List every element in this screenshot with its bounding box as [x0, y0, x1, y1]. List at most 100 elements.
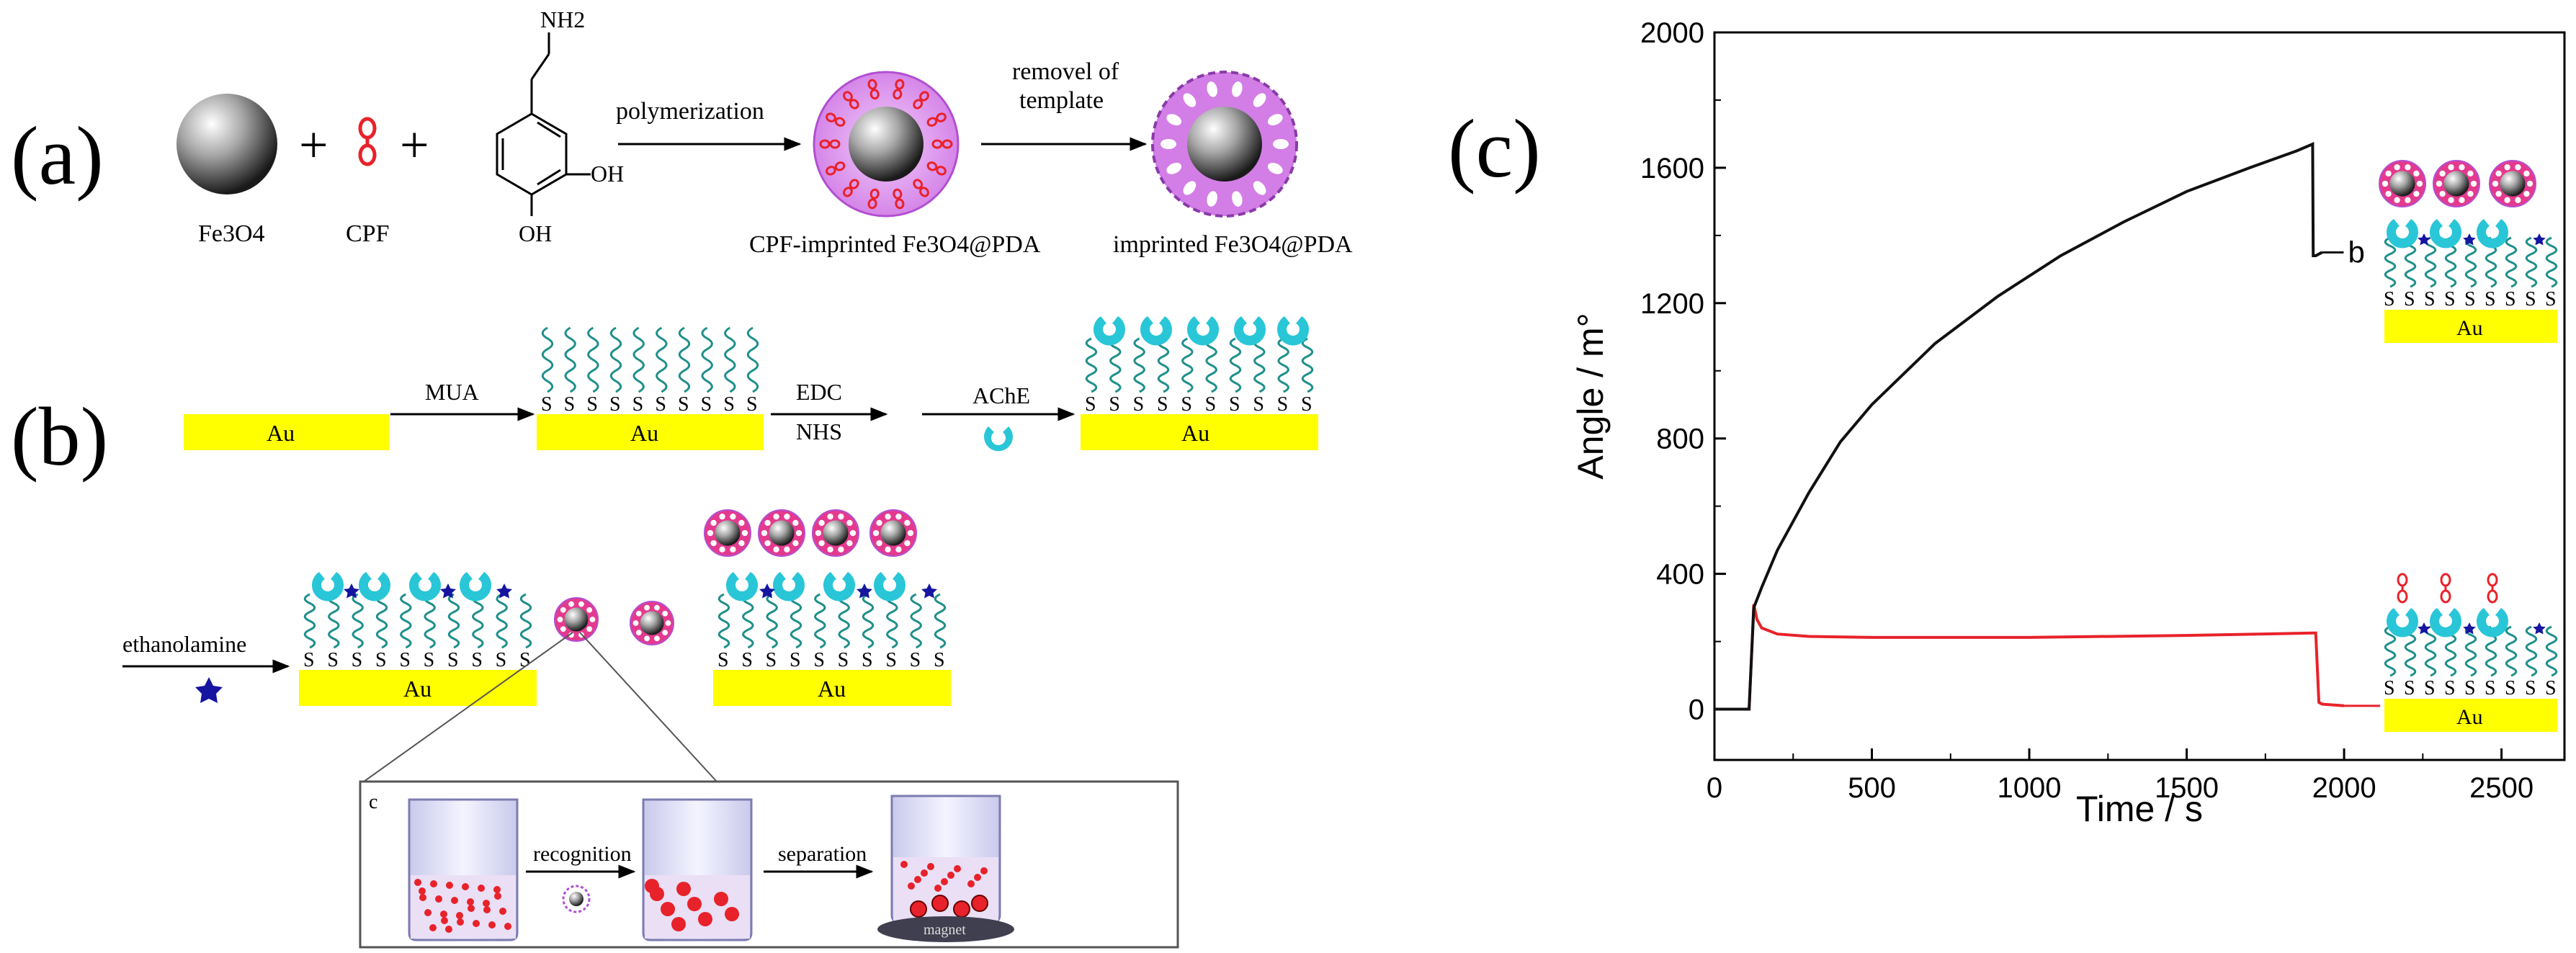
plus-sign-2: + — [400, 116, 429, 174]
svg-text:S: S — [678, 393, 689, 416]
y-tick-label: 800 — [1656, 424, 1704, 455]
ache-enzyme-icon — [984, 426, 1013, 452]
svg-text:S: S — [2525, 288, 2536, 310]
svg-text:S: S — [2485, 288, 2496, 310]
y-tick-label: 2000 — [1640, 17, 1704, 49]
svg-text:S: S — [701, 393, 712, 416]
svg-text:S: S — [424, 649, 435, 671]
x-axis-label: Time / s — [2076, 789, 2203, 829]
svg-text:Au: Au — [2456, 316, 2483, 340]
svg-text:S: S — [609, 393, 621, 416]
svg-text:S: S — [496, 649, 507, 671]
beaker-3: magnet — [877, 795, 1014, 942]
imprinted-label: imprinted Fe3O4@PDA — [1113, 231, 1353, 258]
cpf-imprint-marks — [819, 79, 953, 210]
au-label: Au — [403, 676, 431, 702]
svg-text:S: S — [766, 649, 777, 671]
svg-text:S: S — [1205, 393, 1217, 416]
dopamine-oh-bottom: OH — [519, 220, 552, 246]
au-electrode-ache — [1081, 414, 1318, 450]
beaker-2 — [642, 798, 753, 941]
svg-text:S: S — [1085, 393, 1096, 416]
au-label: Au — [267, 420, 295, 446]
svg-text:S: S — [2485, 677, 2496, 699]
svg-text:S: S — [2404, 288, 2415, 310]
svg-text:S: S — [2505, 288, 2516, 310]
panel-c-label: (c) — [1448, 103, 1541, 195]
y-axis-label: Angle / m° — [1570, 313, 1611, 479]
free-imprinted-particles — [554, 597, 674, 645]
svg-text:S: S — [2464, 677, 2476, 699]
svg-text:S: S — [1157, 393, 1168, 416]
svg-text:S: S — [2384, 677, 2395, 699]
panel-a: (a) Fe3O4 + CPF + NH2 OH OH polymerizati… — [11, 6, 1353, 258]
ethanolamine-star-icon — [195, 677, 223, 703]
svg-text:S: S — [303, 649, 315, 671]
polymerization-label: polymerization — [616, 98, 764, 125]
separation-inset: c recognition separation — [359, 780, 1179, 949]
x-tick-label: 500 — [1848, 772, 1896, 804]
imprinted-particle — [1151, 71, 1298, 218]
svg-text:S: S — [655, 393, 666, 416]
svg-text:S: S — [741, 649, 753, 671]
svg-text:S: S — [2444, 677, 2456, 699]
x-tick-label: 2000 — [2312, 772, 2376, 804]
svg-text:S: S — [632, 393, 644, 416]
au-label: Au — [818, 676, 846, 702]
svg-text:S: S — [1109, 393, 1120, 416]
svg-text:S: S — [1133, 393, 1145, 416]
x-tick-label: 0 — [1707, 772, 1722, 804]
dopamine-structure — [496, 32, 591, 216]
beaker-1 — [408, 798, 519, 941]
separation-label: separation — [778, 842, 867, 866]
svg-text:S: S — [2424, 288, 2436, 310]
cpf-imprinted-particle — [813, 71, 960, 218]
svg-text:S: S — [790, 649, 801, 671]
svg-text:S: S — [2505, 677, 2516, 699]
imprinted-particle-small — [562, 885, 591, 913]
svg-text:S: S — [2464, 288, 2476, 310]
curve-b-label: b — [2348, 235, 2364, 269]
svg-text:S: S — [564, 393, 576, 416]
plus-sign-1: + — [299, 116, 328, 174]
cpf-imprinted-label: CPF-imprinted Fe3O4@PDA — [749, 231, 1041, 258]
au-label: Au — [1181, 420, 1209, 446]
cpf-molecule — [358, 117, 377, 166]
svg-text:S: S — [2545, 288, 2557, 310]
svg-text:S: S — [862, 649, 873, 671]
edc-label: EDC — [796, 379, 842, 405]
removal-label-line2: template — [1019, 87, 1104, 114]
svg-text:S: S — [723, 393, 735, 416]
svg-text:S: S — [885, 649, 897, 671]
au-electrode-mua — [537, 414, 764, 450]
series-line-a — [1714, 604, 2345, 711]
svg-text:Au: Au — [2456, 705, 2483, 729]
fe3o4-particle — [176, 94, 277, 194]
ethanolamine-label: ethanolamine — [122, 631, 246, 657]
svg-text:S: S — [586, 393, 598, 416]
chart-frame — [1713, 31, 2566, 761]
y-tick-label: 0 — [1689, 694, 1704, 726]
au-electrode-blocked — [299, 670, 537, 706]
svg-text:S: S — [717, 649, 729, 671]
svg-text:S: S — [1277, 393, 1289, 416]
y-tick-label: 1600 — [1640, 153, 1704, 184]
ache-label: AChE — [972, 382, 1030, 408]
dopamine-nh2: NH2 — [540, 6, 585, 32]
fe3o4-label: Fe3O4 — [198, 220, 265, 247]
svg-text:S: S — [1229, 393, 1240, 416]
svg-text:S: S — [352, 649, 363, 671]
imprint-cavities — [1160, 81, 1289, 207]
svg-text:S: S — [399, 649, 411, 671]
cpf-label: CPF — [346, 220, 390, 247]
magnet-label: magnet — [923, 922, 966, 938]
svg-text:c: c — [369, 791, 377, 813]
